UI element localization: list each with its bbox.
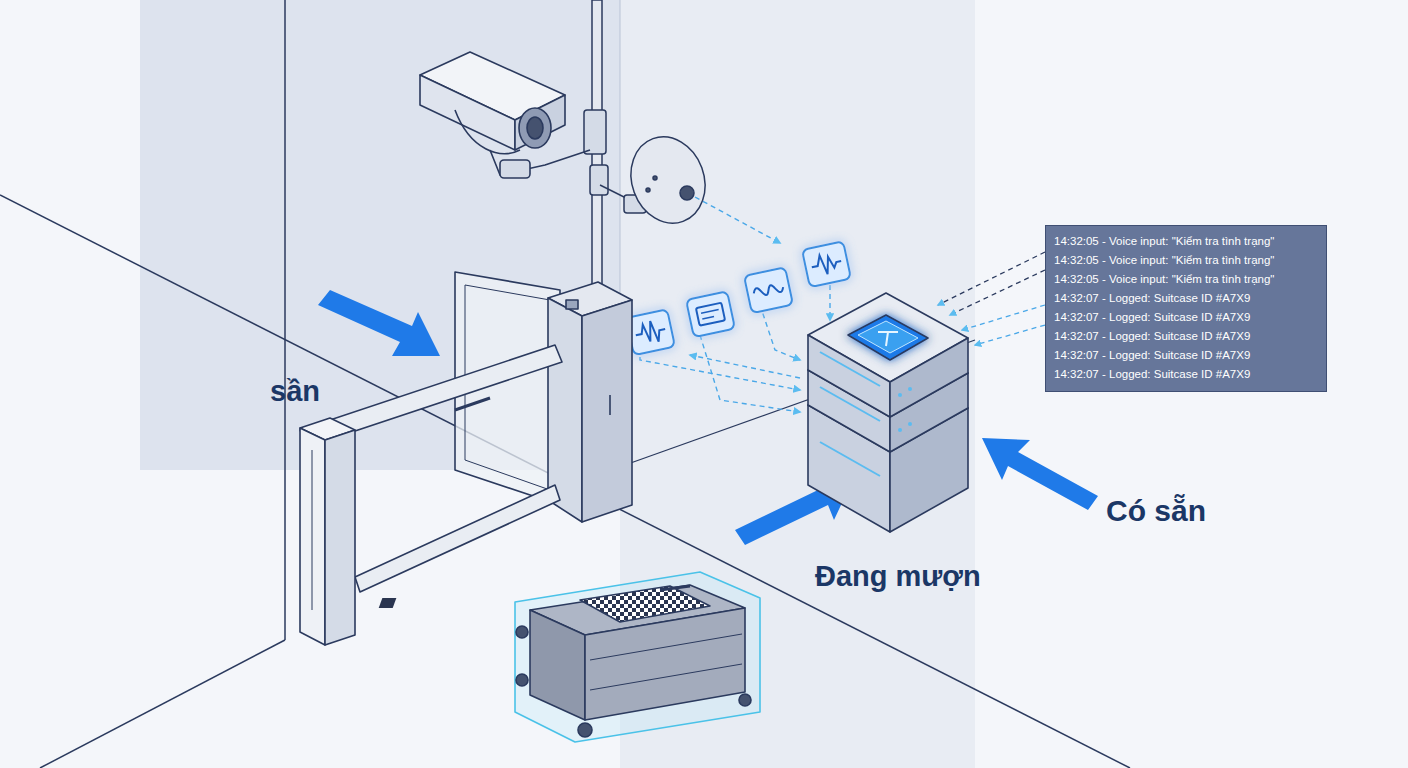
suitcase bbox=[739, 694, 751, 706]
server-stack bbox=[858, 321, 918, 353]
turnstile-gate bbox=[355, 485, 560, 592]
status-label: Có sẵn bbox=[1106, 494, 1206, 528]
turnstile-gate bbox=[300, 428, 325, 645]
log-line: 14:32:05 - Voice input: "Kiểm tra tình t… bbox=[1054, 251, 1318, 270]
waveform-icons bbox=[686, 291, 735, 337]
turnstile-gate bbox=[582, 300, 632, 522]
status-label: sần bbox=[270, 375, 320, 408]
microphone-dish bbox=[600, 126, 717, 233]
signal-lines bbox=[690, 355, 800, 378]
turnstile-gate bbox=[609, 395, 611, 415]
log-line: 14:32:07 - Logged: Suitcase ID #A7X9 bbox=[1054, 365, 1318, 384]
camera-pole bbox=[584, 110, 606, 154]
waveform-icons bbox=[744, 267, 793, 313]
waveform-icons bbox=[810, 251, 844, 277]
room-walls bbox=[284, 0, 286, 640]
log-dashed-lines bbox=[950, 270, 1045, 315]
waveform-icons bbox=[634, 318, 668, 346]
log-dashed-lines bbox=[938, 252, 1045, 305]
suitcase bbox=[515, 572, 760, 742]
signal-lines bbox=[829, 285, 830, 320]
signal-lines bbox=[700, 335, 800, 412]
waveform-icons bbox=[626, 309, 675, 355]
signal-lines bbox=[695, 197, 780, 243]
server-stack bbox=[908, 387, 912, 391]
server-stack bbox=[808, 293, 968, 532]
waveform-icons bbox=[702, 317, 714, 319]
suitcase bbox=[585, 608, 745, 720]
log-line: 14:32:07 - Logged: Suitcase ID #A7X9 bbox=[1054, 327, 1318, 346]
suitcase bbox=[590, 664, 742, 690]
camera-pole bbox=[590, 165, 608, 195]
security-camera bbox=[455, 110, 520, 154]
suitcase bbox=[379, 598, 397, 608]
waveform-icons bbox=[802, 241, 851, 287]
security-camera bbox=[500, 160, 530, 178]
microphone-dish bbox=[619, 126, 717, 233]
suitcase bbox=[516, 674, 528, 686]
server-stack bbox=[820, 442, 880, 476]
waveform-icons bbox=[686, 291, 735, 337]
waveform-icons bbox=[753, 283, 784, 298]
turnstile-gate bbox=[300, 345, 562, 447]
waveform-icons bbox=[802, 241, 851, 287]
log-line: 14:32:07 - Logged: Suitcase ID #A7X9 bbox=[1054, 346, 1318, 365]
flow-arrows bbox=[318, 290, 1098, 545]
log-line: 14:32:05 - Voice input: "Kiểm tra tình t… bbox=[1054, 270, 1318, 289]
turnstile-gate bbox=[455, 398, 490, 410]
room-walls bbox=[40, 640, 285, 768]
turnstile-gate bbox=[312, 450, 313, 610]
server-stack bbox=[848, 315, 928, 360]
security-camera bbox=[420, 75, 515, 150]
server-stack bbox=[878, 332, 898, 346]
security-camera bbox=[515, 95, 565, 150]
log-panel: 14:32:05 - Voice input: "Kiểm tra tình t… bbox=[1045, 225, 1327, 392]
room-walls bbox=[0, 195, 1130, 768]
flow-arrows bbox=[982, 438, 1098, 510]
waveform-icons bbox=[701, 309, 719, 313]
server-stack bbox=[908, 422, 912, 426]
microphone-dish bbox=[653, 176, 657, 180]
waveform-icons bbox=[626, 309, 675, 355]
signal-lines bbox=[640, 197, 830, 412]
turnstile-gate bbox=[300, 272, 632, 645]
signal-lines bbox=[760, 305, 800, 360]
log-line: 14:32:07 - Logged: Suitcase ID #A7X9 bbox=[1054, 308, 1318, 327]
suitcase bbox=[379, 572, 760, 742]
server-stack bbox=[898, 393, 902, 397]
microphone-dish bbox=[680, 186, 694, 200]
security-camera bbox=[519, 108, 551, 148]
suitcase bbox=[580, 586, 710, 622]
log-dashed-lines bbox=[962, 305, 1045, 330]
status-label: Đang mượn bbox=[815, 560, 981, 593]
server-stack bbox=[820, 352, 880, 386]
waveform-icons bbox=[696, 303, 725, 326]
log-dashed-lines bbox=[975, 325, 1045, 345]
turnstile-gate bbox=[566, 300, 578, 309]
suitcase bbox=[530, 610, 585, 720]
turnstile-gate bbox=[325, 430, 355, 645]
server-stack bbox=[898, 428, 902, 432]
suitcase bbox=[578, 723, 592, 737]
flow-arrows bbox=[318, 290, 440, 356]
microphone-dish bbox=[646, 188, 650, 192]
security-camera bbox=[420, 52, 590, 178]
security-camera bbox=[527, 117, 543, 139]
suitcase bbox=[516, 626, 528, 638]
suitcase bbox=[660, 586, 690, 590]
suitcase bbox=[590, 634, 742, 660]
waveform-icons bbox=[744, 267, 793, 313]
log-line: 14:32:07 - Logged: Suitcase ID #A7X9 bbox=[1054, 289, 1318, 308]
log-line: 14:32:05 - Voice input: "Kiểm tra tình t… bbox=[1054, 232, 1318, 251]
